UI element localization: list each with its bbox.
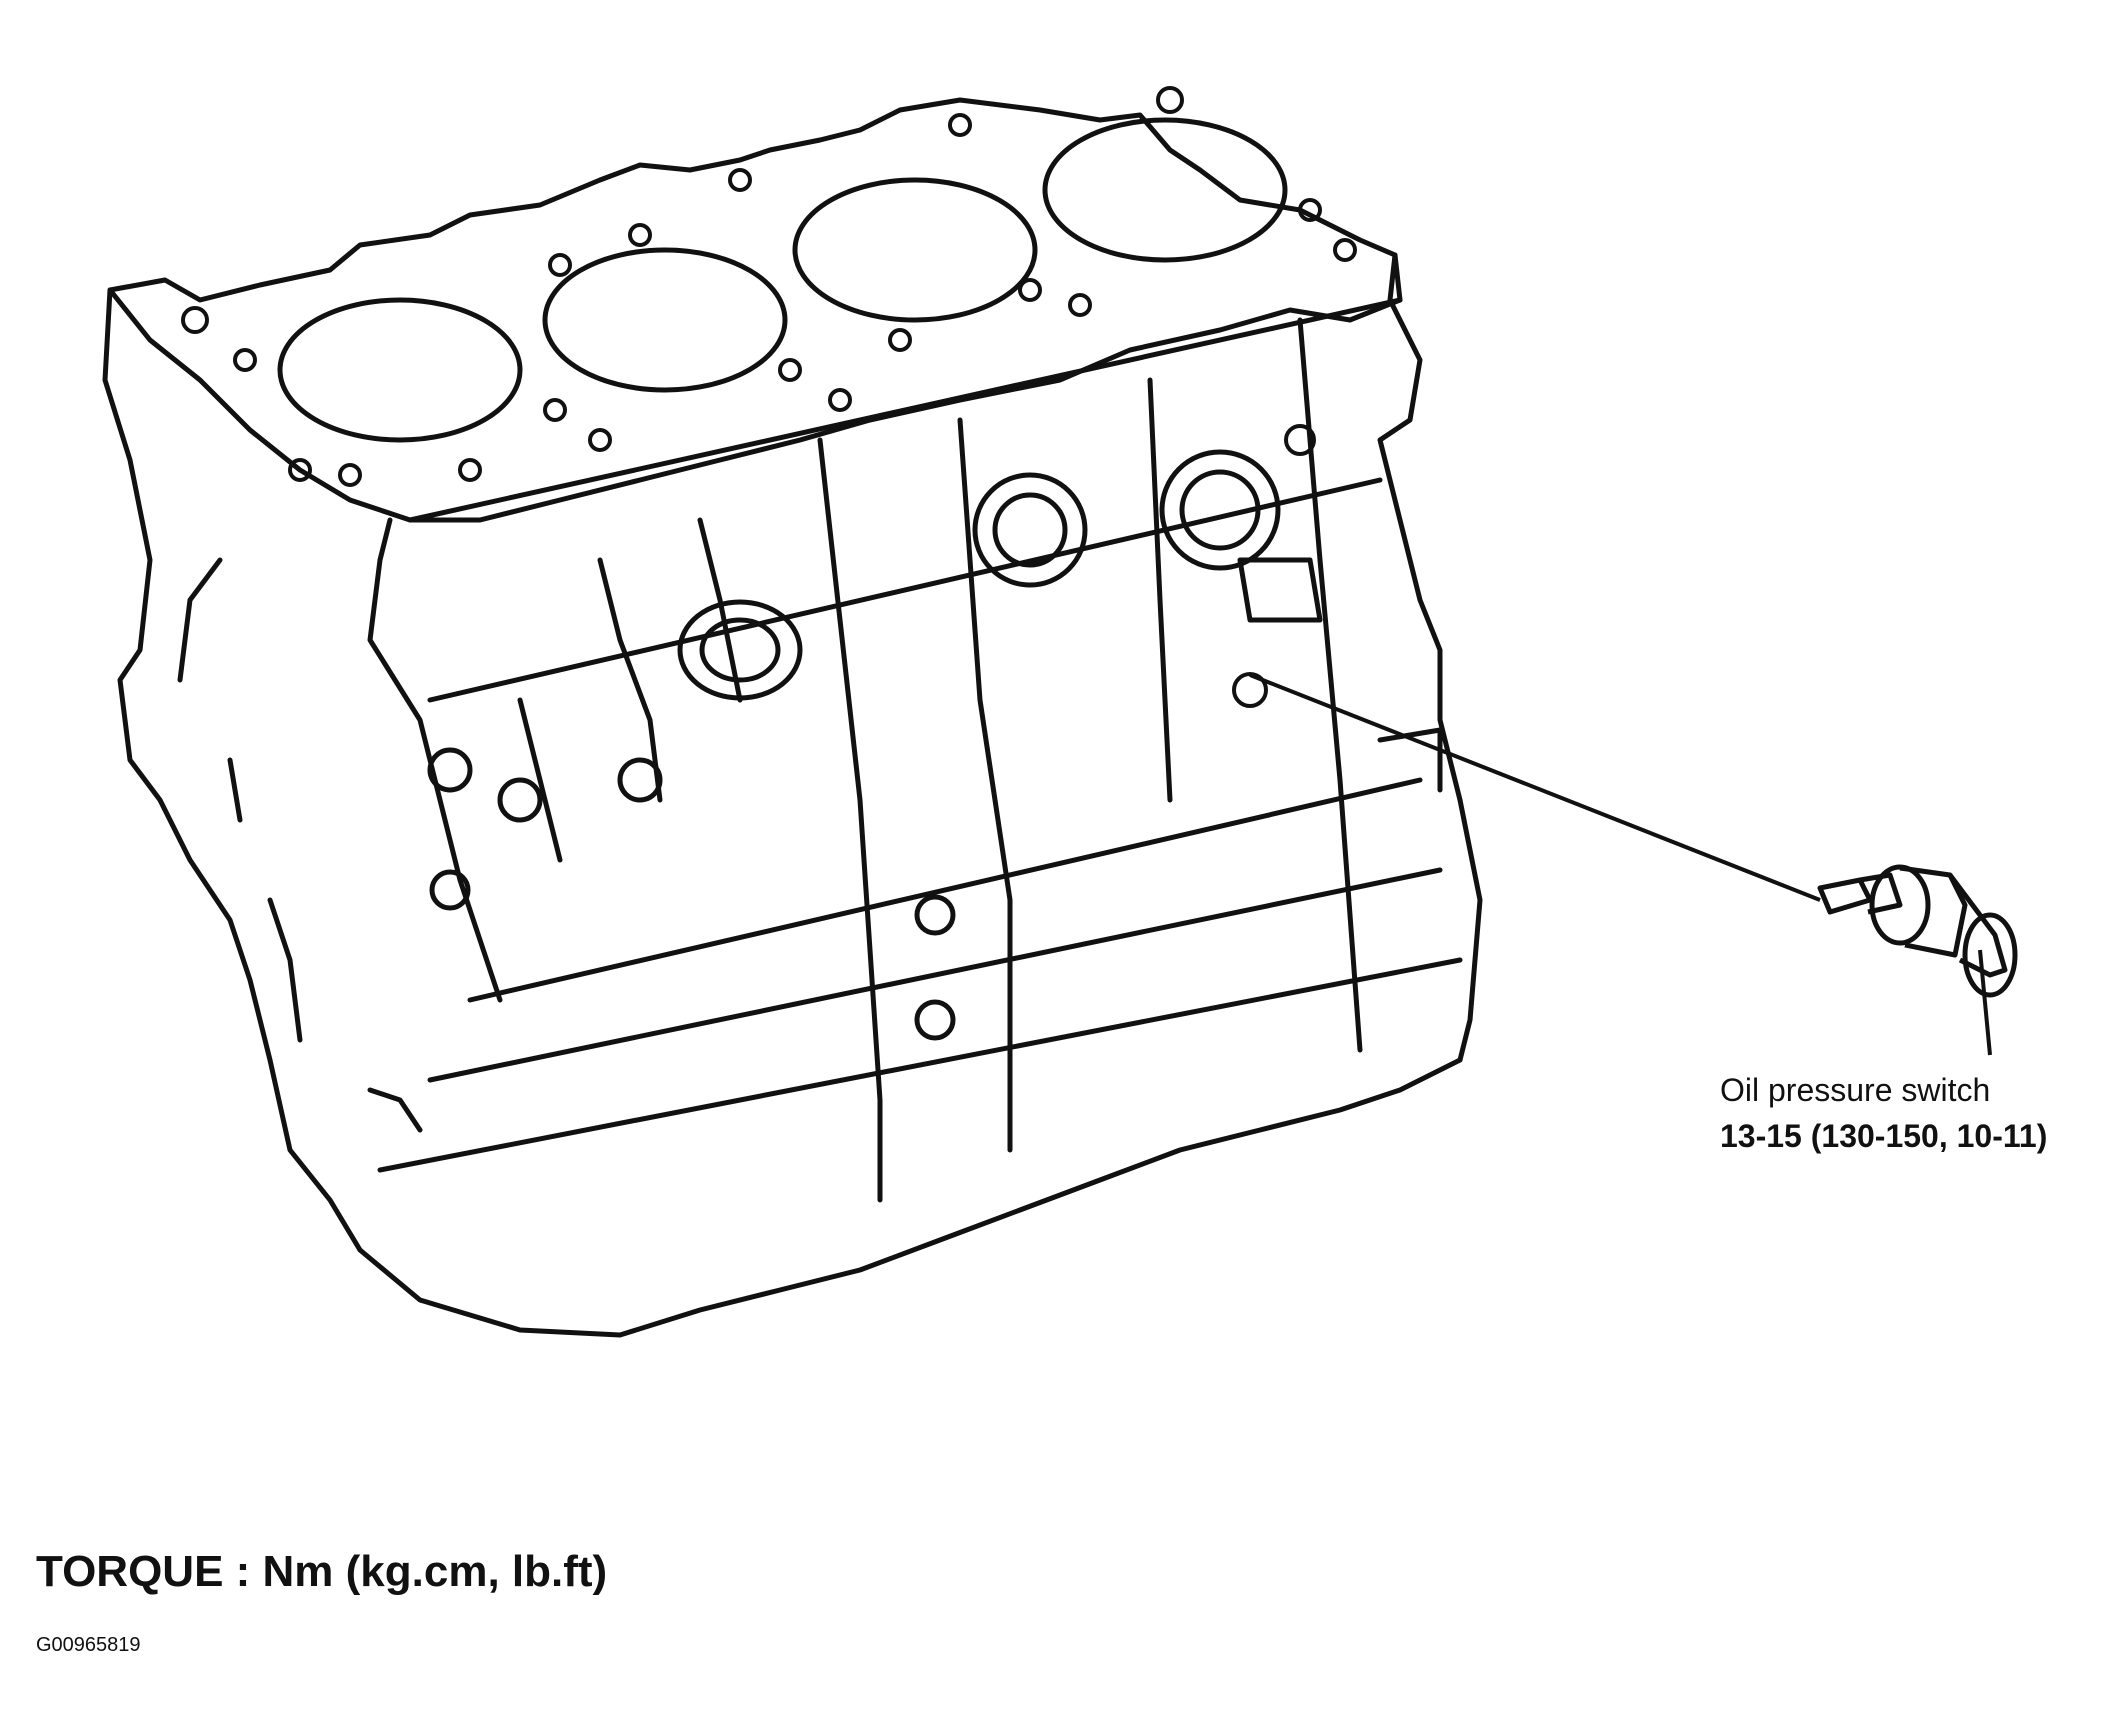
oil-pressure-switch-torque: 13-15 (130-150, 10-11) [1720, 1118, 2048, 1154]
leader-line [1249, 673, 1992, 1056]
figure-id: G00965819 [36, 1634, 141, 1656]
oil-pressure-switch-label: Oil pressure switch [1720, 1072, 1991, 1108]
engine-block-illustration [102, 97, 1483, 1338]
oil-pressure-switch-illustration [1817, 864, 2018, 998]
torque-units-legend: TORQUE : Nm (kg.cm, lb.ft) [36, 1547, 608, 1596]
